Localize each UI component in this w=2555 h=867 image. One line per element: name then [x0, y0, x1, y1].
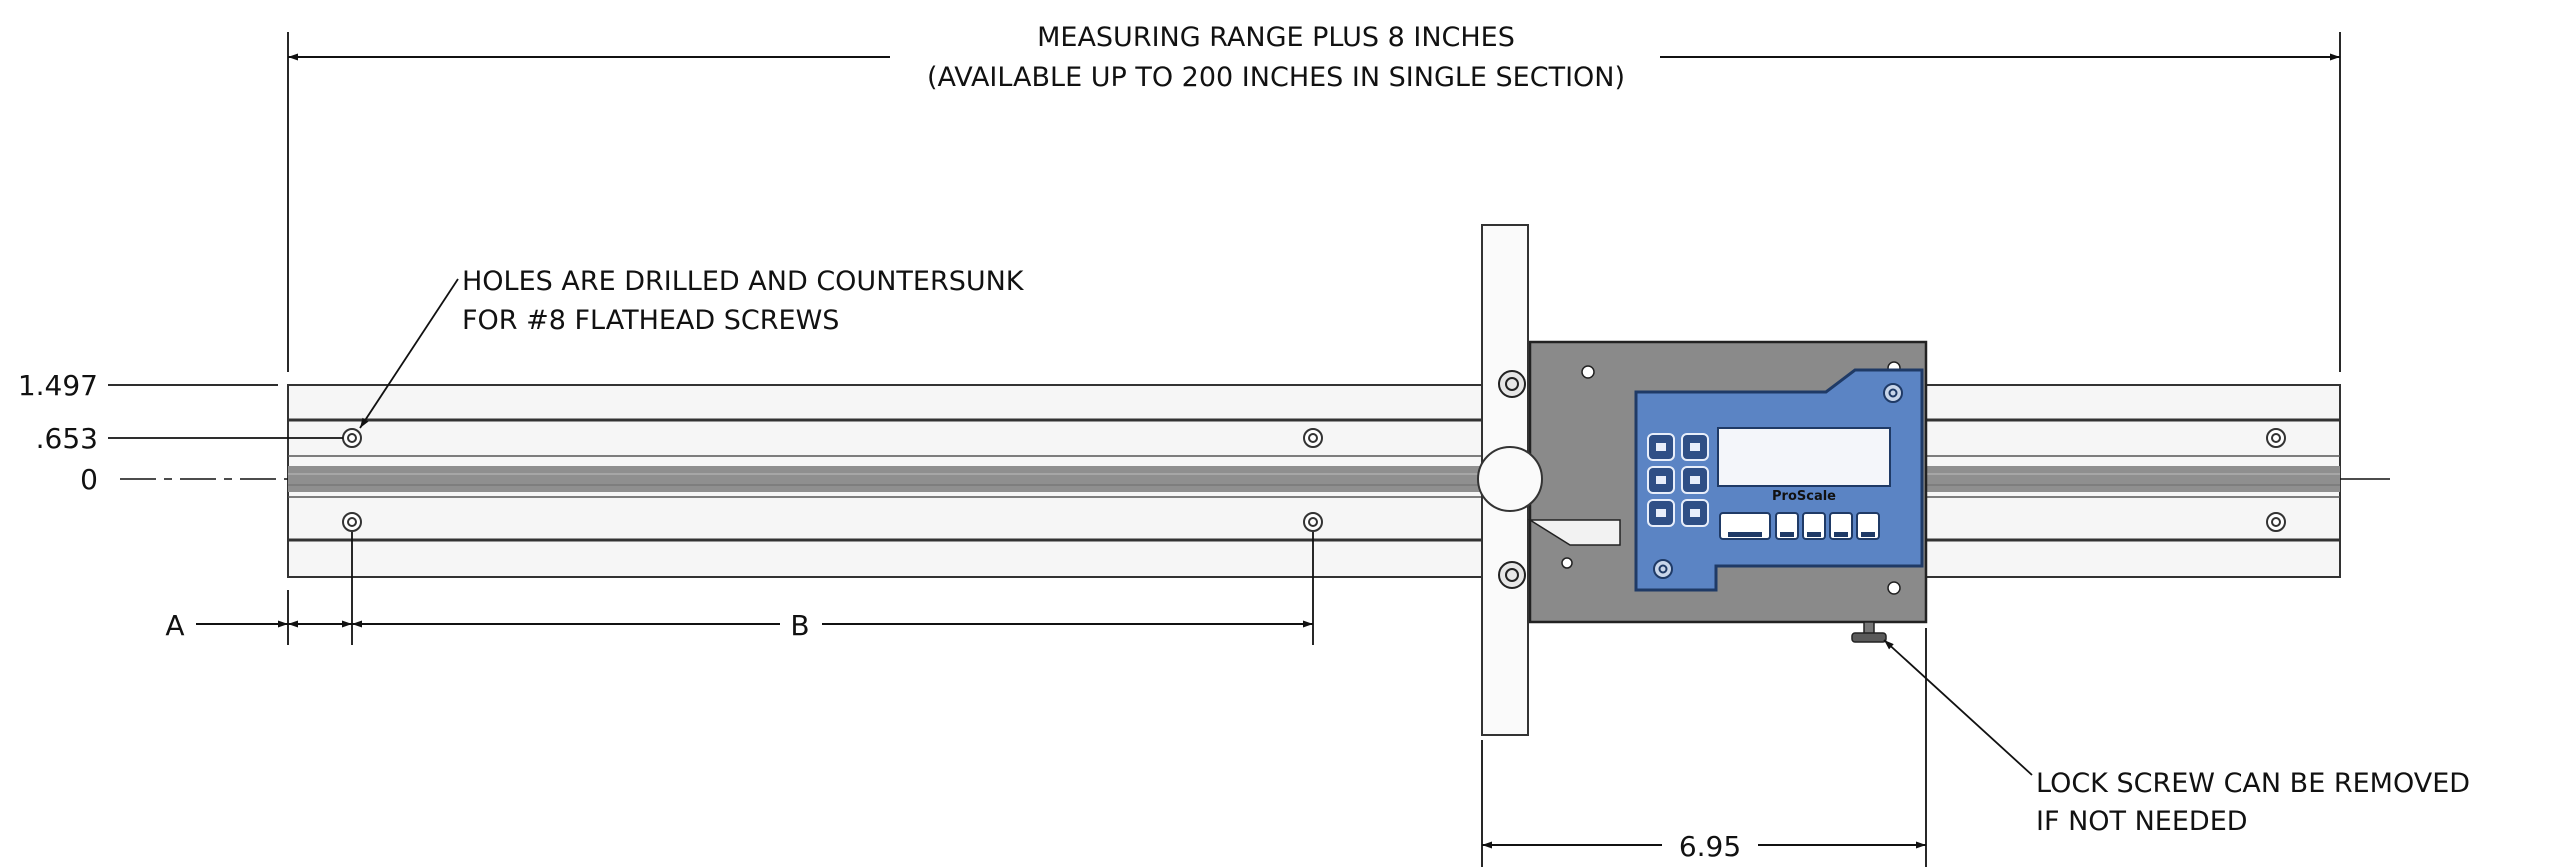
display-screw-icon: [1653, 383, 1903, 579]
height-dimensions: 1.497 .653 0: [18, 369, 343, 496]
holes-note-line2: FOR #8 FLATHEAD SCREWS: [462, 305, 839, 336]
overall-range-dimension: MEASURING RANGE PLUS 8 INCHES (AVAILABLE…: [287, 22, 2341, 372]
mounting-hole-icon: [2266, 428, 2286, 448]
key-glyph-icons: [1656, 443, 1700, 517]
digital-display: ProScale: [1634, 368, 1924, 592]
head-width-dimension: 6.95: [1481, 628, 1927, 867]
head-width-label: 6.95: [1679, 830, 1741, 863]
soft-key-tabs: [1728, 532, 1875, 537]
mounting-hole-icon: [342, 428, 362, 448]
display-screen: [1717, 427, 1891, 487]
pointer-icon: [1527, 519, 1621, 546]
dimension-label-a: A: [165, 609, 184, 642]
range-label-line1: MEASURING RANGE PLUS 8 INCHES: [1037, 22, 1515, 53]
head-screw-icon: [1498, 370, 1526, 589]
mounting-hole-icon: [342, 512, 362, 532]
holes-note-line1: HOLES ARE DRILLED AND COUNTERSUNK: [462, 266, 1025, 297]
height-label-hole: .653: [36, 422, 98, 455]
lock-screw-icon: [1851, 621, 1887, 643]
dimension-label-b: B: [790, 609, 809, 642]
brand-label: ProScale: [1772, 489, 1836, 504]
lock-screw-note: LOCK SCREW CAN BE REMOVED IF NOT NEEDED: [1883, 639, 2470, 837]
lock-note-line2: IF NOT NEEDED: [2036, 806, 2248, 837]
mounting-hole-icon: [1303, 512, 1323, 532]
mounting-holes: [342, 428, 2286, 532]
scale-rail: [287, 384, 2341, 578]
mounting-hole-icon: [2266, 512, 2286, 532]
hole-spacing-dimensions: A B: [165, 532, 1314, 645]
measuring-head: ProScale: [1477, 224, 1928, 736]
mounting-hole-icon: [1303, 428, 1323, 448]
holes-note: HOLES ARE DRILLED AND COUNTERSUNK FOR #8…: [359, 266, 1025, 429]
range-label-line2: (AVAILABLE UP TO 200 INCHES IN SINGLE SE…: [927, 62, 1625, 93]
height-label-zero: 0: [80, 463, 98, 496]
height-label-top: 1.497: [18, 369, 98, 402]
pivot-knob: [1477, 446, 1543, 512]
lock-note-line1: LOCK SCREW CAN BE REMOVED: [2036, 768, 2470, 799]
